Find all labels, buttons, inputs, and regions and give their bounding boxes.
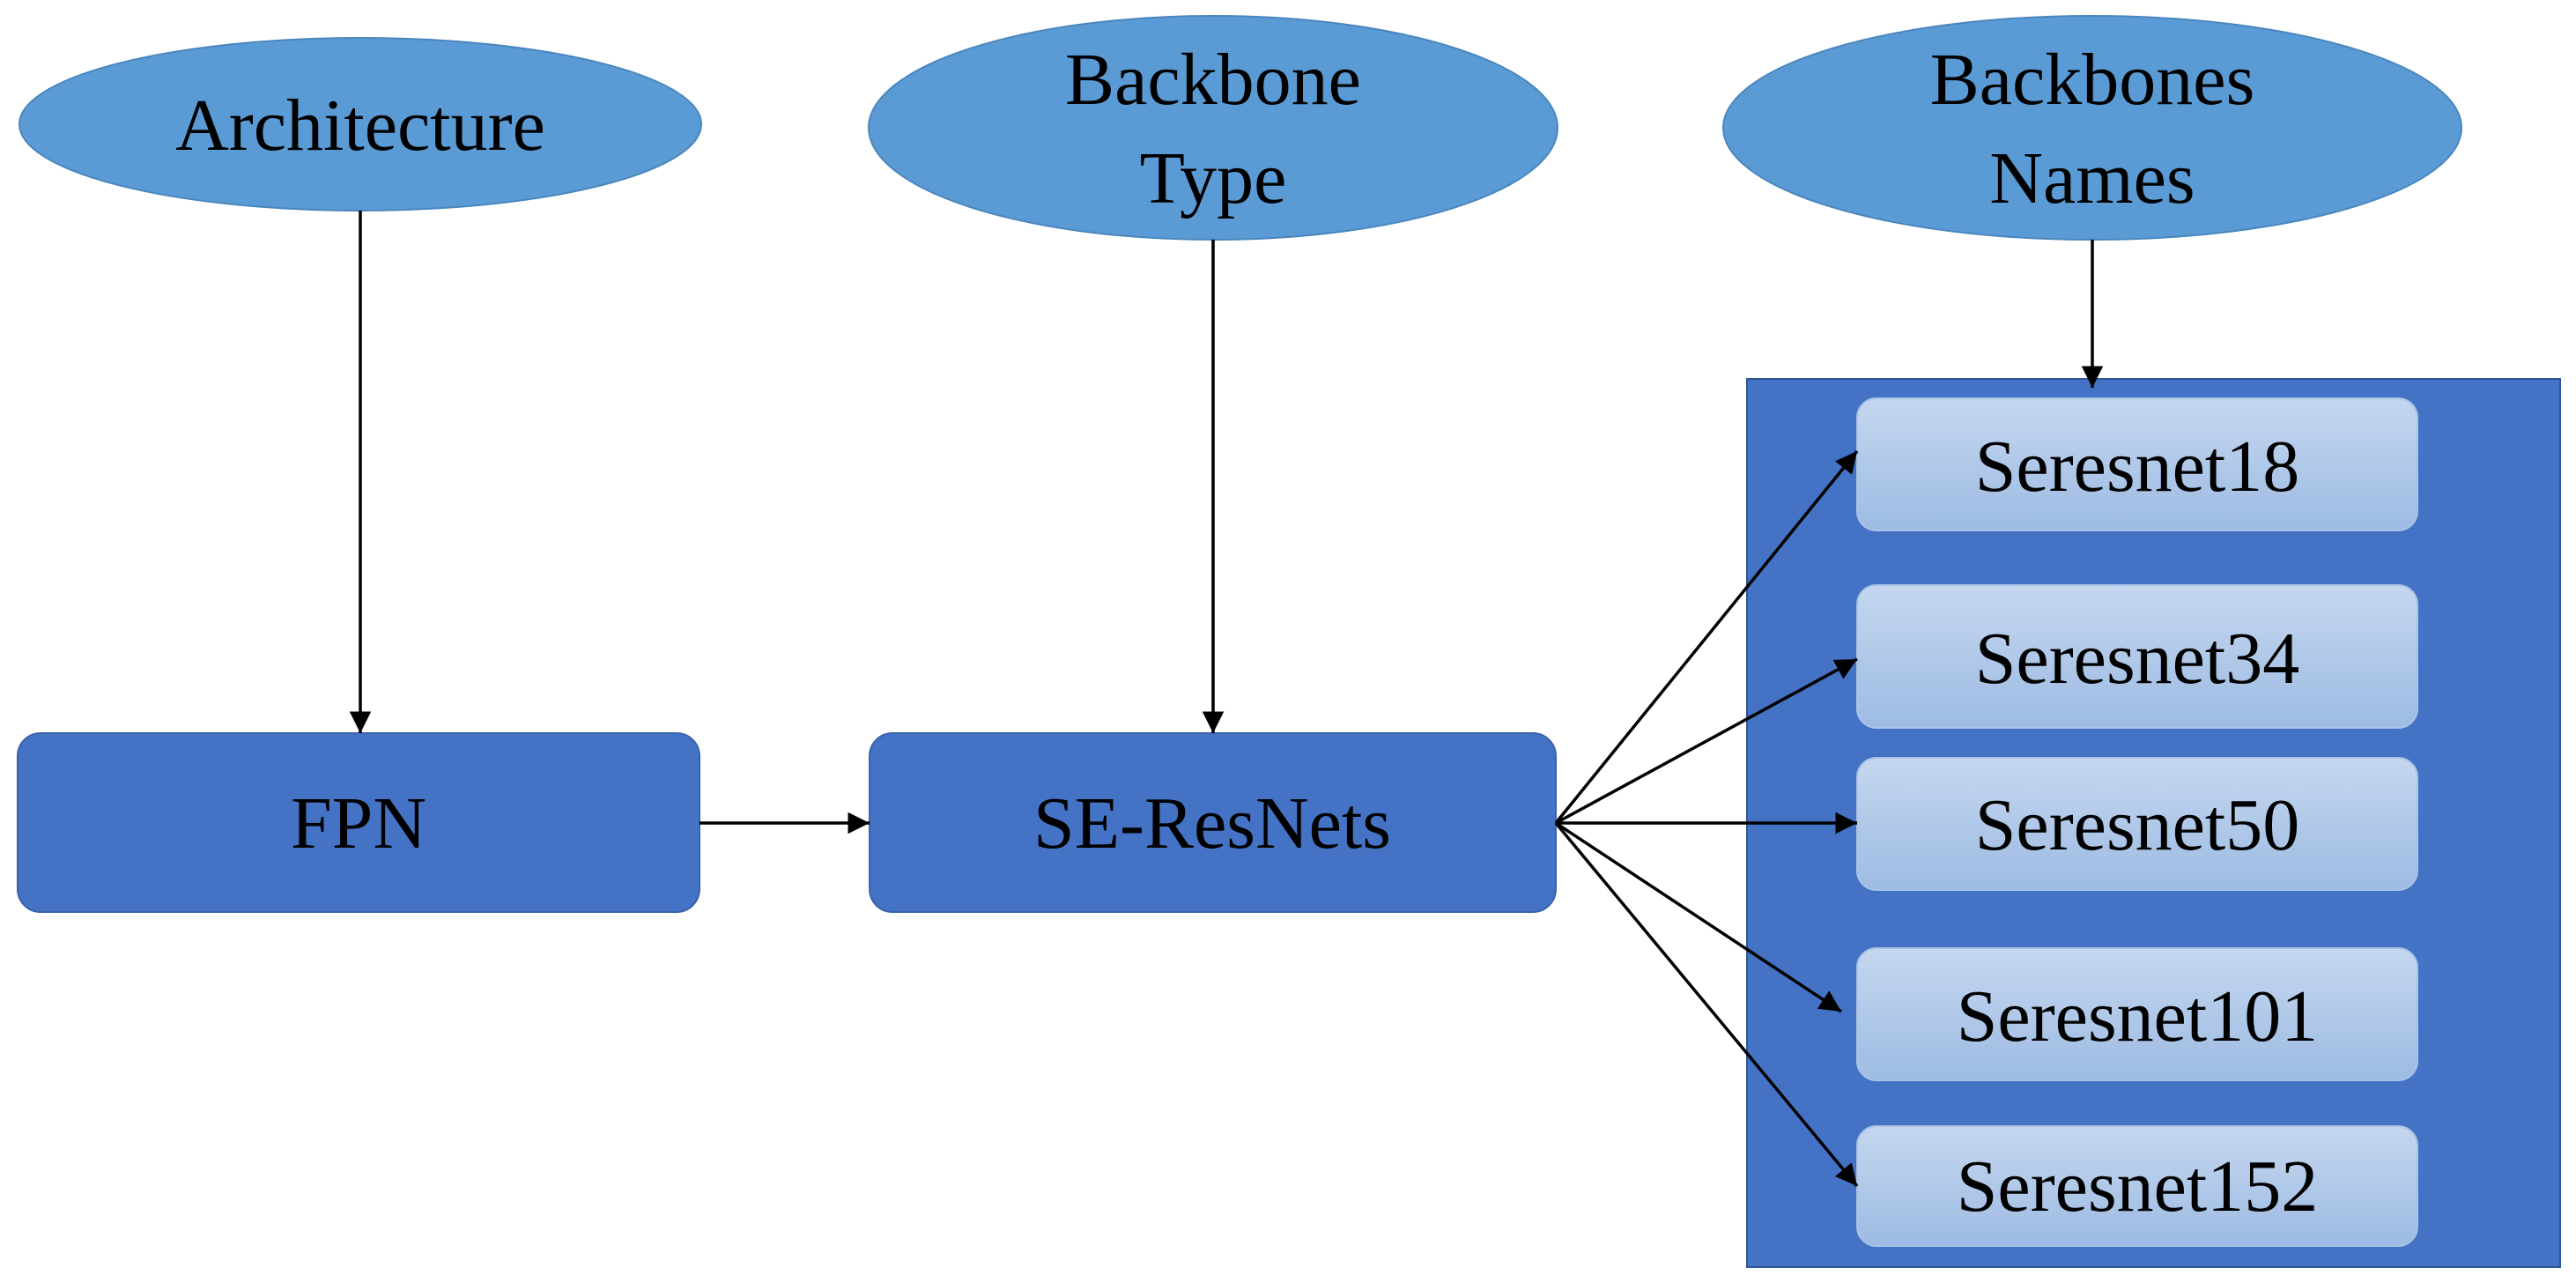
- backbone-item: Seresnet18: [1856, 397, 2418, 531]
- fpn-node: FPN: [17, 732, 700, 913]
- backbones-names-label-line1: Backbones: [1930, 39, 2255, 121]
- se-resnets-label: SE-ResNets: [1033, 782, 1391, 864]
- backbone-item-label: Seresnet18: [1975, 426, 2300, 508]
- backbone-type-label-line1: Backbone: [1065, 39, 1361, 121]
- backbone-item-label: Seresnet152: [1957, 1146, 2319, 1227]
- backbone-item: Seresnet101: [1856, 947, 2418, 1081]
- architecture-label: Architecture: [175, 85, 545, 167]
- backbone-type-node: Backbone Type: [868, 15, 1558, 241]
- backbone-item: Seresnet152: [1856, 1125, 2418, 1247]
- backbone-type-label-line2: Type: [1140, 137, 1287, 219]
- edge-se-resnets-to-seresnet18: [1554, 449, 1859, 825]
- fpn-label: FPN: [291, 782, 426, 864]
- edge-se-resnets-to-seresnet34: [1555, 657, 1858, 825]
- backbone-item: Seresnet50: [1856, 757, 2418, 891]
- backbones-names-node: Backbones Names: [1722, 15, 2462, 241]
- backbones-names-label-line2: Names: [1989, 137, 2195, 219]
- backbone-item-label: Seresnet34: [1975, 618, 2300, 700]
- backbone-item-label: Seresnet101: [1957, 975, 2319, 1057]
- backbone-item: Seresnet34: [1856, 584, 2418, 729]
- edge-se-resnets-to-seresnet152: [1554, 821, 1859, 1188]
- edge-se-resnets-to-seresnet101: [1555, 821, 1842, 1013]
- architecture-node: Architecture: [19, 37, 702, 211]
- backbone-item-label: Seresnet50: [1975, 784, 2300, 866]
- se-resnets-node: SE-ResNets: [869, 732, 1557, 913]
